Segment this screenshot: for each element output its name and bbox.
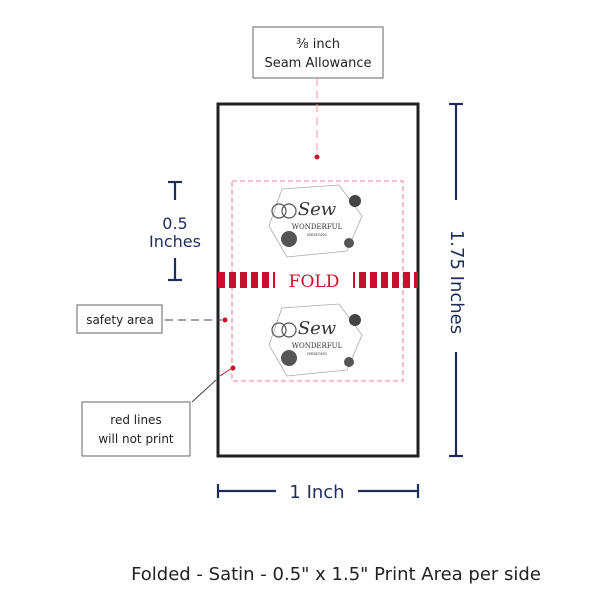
red-lines-leader-dot (230, 365, 236, 371)
height-dimension (449, 102, 463, 458)
half-inch-value: 0.5 (162, 214, 187, 233)
logo-script-text: Sew (298, 318, 337, 339)
seam-allowance-box (252, 26, 384, 79)
width-label: 1 Inch (289, 482, 344, 503)
caption: Folded - Satin - 0.5" x 1.5" Print Area … (131, 564, 541, 585)
seam-allowance-line1: ⅜ inch (296, 37, 340, 52)
width-dimension (216, 484, 420, 498)
safety-area-label: safety area (86, 313, 154, 327)
logo-name-text: WONDERFUL (292, 342, 343, 350)
fold-stripes-left (218, 272, 275, 288)
fold-label: FOLD (289, 272, 340, 292)
red-lines-leader-b (219, 367, 233, 377)
logo-bottom: Sew WONDERFUL DESIGNS (268, 303, 363, 377)
half-inch-unit: Inches (149, 232, 201, 251)
logo-top: Sew WONDERFUL DESIGNS (268, 184, 363, 258)
red-lines-box (81, 401, 191, 457)
seam-allowance-line2: Seam Allowance (264, 56, 371, 71)
logo-script-text: Sew (298, 199, 337, 220)
red-lines-line1: red lines (110, 413, 161, 427)
red-lines-line2: will not print (98, 432, 174, 446)
red-lines-leader-a (191, 379, 217, 403)
logo-name-text: WONDERFUL (292, 223, 343, 231)
logo-sub-text: DESIGNS (307, 232, 327, 237)
safety-leader-dot (222, 317, 228, 323)
height-label: 1.75 Inches (446, 230, 467, 334)
fold-stripes-right (353, 272, 418, 288)
logo-sub-text: DESIGNS (307, 351, 327, 356)
half-inch-dimension (168, 180, 182, 282)
seam-leader-dot (314, 154, 320, 160)
safety-area-box (76, 304, 163, 334)
